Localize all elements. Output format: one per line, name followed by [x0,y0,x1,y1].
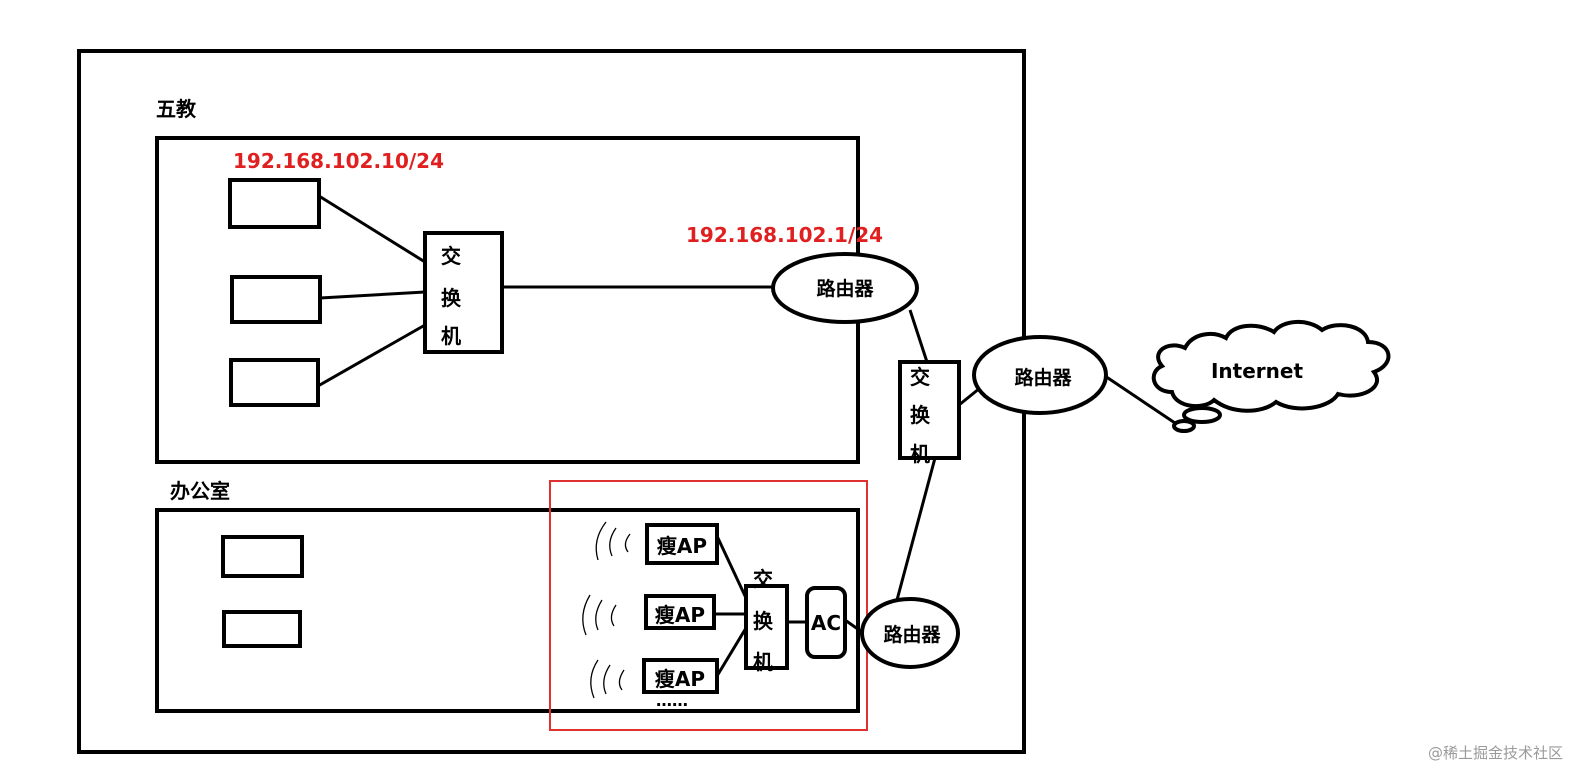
thin-ap-2 [644,594,716,630]
core-switch-char-3: 机 [910,442,930,466]
office-switch [744,584,789,670]
thin-ap-2-label: 瘦AP [655,603,705,627]
access-controller-label: AC [811,611,841,635]
access-controller [805,586,847,659]
wireless-highlight-box [549,480,868,731]
link-host1-switch [318,194,426,264]
internet-label: Internet [1211,359,1303,383]
office-switch-char-3: 机 [753,650,773,674]
wifi-signal-icon [582,521,631,699]
building-switch-char-3: 机 [441,324,461,348]
office-host-1 [221,535,304,578]
building-host-3 [229,358,320,407]
building-switch [423,231,504,354]
core-switch [898,360,961,460]
gateway-ip-label: 192.168.102.1/24 [686,223,883,247]
thin-ap-3-label: 瘦AP [655,667,705,691]
office-label: 办公室 [170,479,230,503]
watermark: @稀土掘金技术社区 [1428,744,1563,762]
building-router [771,252,919,324]
link-office-router-core-switch [895,457,937,601]
office-router [860,597,960,669]
office-host-2 [222,610,302,648]
office-boundary [155,508,860,713]
link-core-switch-core-router [958,386,981,407]
thin-ap-1-label: 瘦AP [657,534,707,558]
building-host-2 [230,275,322,324]
link-ap1-office-switch [715,535,748,599]
link-ac-office-router [844,618,863,634]
thin-ap-3 [642,658,719,694]
internet-cloud [1151,320,1391,433]
building-router-label: 路由器 [816,277,874,300]
thin-ap-1 [645,523,719,565]
office-switch-char-2: 换 [753,609,774,633]
building-label: 五教 [156,97,197,121]
office-router-label: 路由器 [883,623,941,646]
building-host-1 [228,178,321,229]
more-aps-ellipsis: …… [656,691,688,710]
host-ip-label: 192.168.102.10/24 [233,149,444,173]
link-host2-switch [319,290,426,300]
link-host3-switch [317,323,426,388]
office-switch-char-1: 交 [753,567,773,591]
core-router-label: 路由器 [1014,366,1072,389]
core-switch-char-1: 交 [910,365,930,389]
link-building-router-core-switch [908,309,929,363]
link-ap3-office-switch [715,627,748,677]
building-switch-char-1: 交 [441,244,461,268]
core-switch-char-2: 换 [910,403,931,427]
link-core-router-internet [1104,374,1179,427]
building-switch-char-2: 换 [441,286,462,310]
